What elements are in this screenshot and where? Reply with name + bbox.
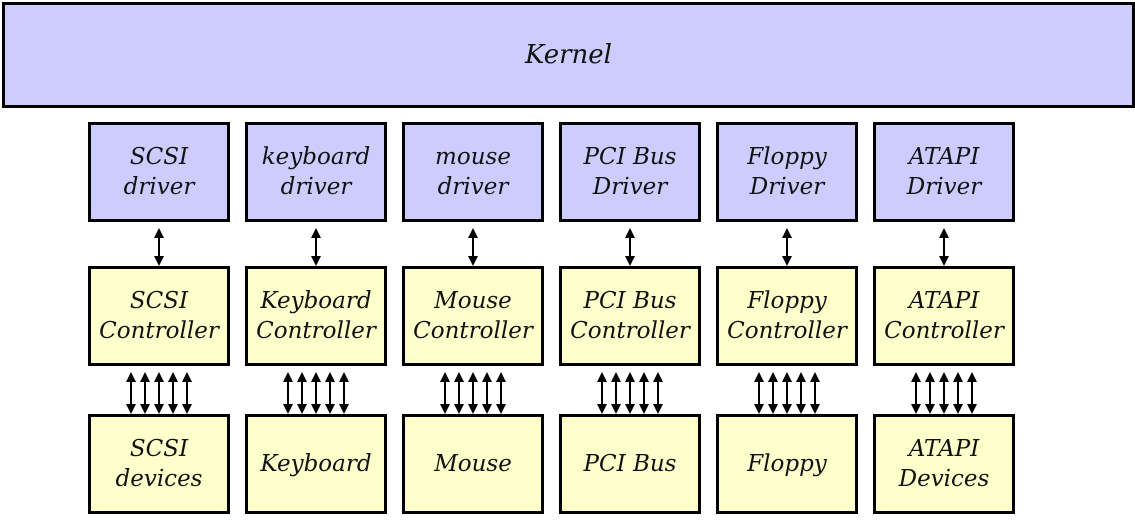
controller-device-bus-arrow (911, 372, 921, 414)
controller-device-bus-arrow (925, 372, 935, 414)
keyboard-driver-box: keyboard driver (245, 122, 387, 222)
controller-device-bus-arrow (597, 372, 607, 414)
pci-bus-driver-box: PCI Bus Driver (559, 122, 701, 222)
controller-device-bus-arrow (283, 372, 293, 414)
atapi-devices-box: ATAPI Devices (873, 414, 1015, 514)
controller-device-bus-arrow (182, 372, 192, 414)
driver-controller-arrow (468, 228, 478, 266)
scsi-controller-box: SCSI Controller (88, 266, 230, 366)
controller-device-bus-arrow (339, 372, 349, 414)
atapi-driver-box: ATAPI Driver (873, 122, 1015, 222)
controller-device-bus-arrow (768, 372, 778, 414)
mouse-controller-box: Mouse Controller (402, 266, 544, 366)
scsi-devices-box: SCSI devices (88, 414, 230, 514)
controller-device-bus-arrow (325, 372, 335, 414)
mouse-device-box: Mouse (402, 414, 544, 514)
scsi-driver-box: SCSI driver (88, 122, 230, 222)
controller-device-bus-arrow (754, 372, 764, 414)
driver-controller-arrow (625, 228, 635, 266)
controller-device-bus-arrow (126, 372, 136, 414)
controller-device-bus-arrow (496, 372, 506, 414)
floppy-driver-box: Floppy Driver (716, 122, 858, 222)
controller-device-bus-arrow (611, 372, 621, 414)
driver-controller-arrow (154, 228, 164, 266)
atapi-controller-box: ATAPI Controller (873, 266, 1015, 366)
kernel-box: Kernel (2, 2, 1135, 108)
driver-controller-arrow (311, 228, 321, 266)
floppy-device-box: Floppy (716, 414, 858, 514)
controller-device-bus-arrow (653, 372, 663, 414)
pci-bus-controller-box: PCI Bus Controller (559, 266, 701, 366)
floppy-controller-box: Floppy Controller (716, 266, 858, 366)
controller-device-bus-arrow (454, 372, 464, 414)
controller-device-bus-arrow (468, 372, 478, 414)
controller-device-bus-arrow (810, 372, 820, 414)
controller-device-bus-arrow (796, 372, 806, 414)
controller-device-bus-arrow (782, 372, 792, 414)
controller-device-bus-arrow (625, 372, 635, 414)
controller-device-bus-arrow (967, 372, 977, 414)
keyboard-device-box: Keyboard (245, 414, 387, 514)
controller-device-bus-arrow (482, 372, 492, 414)
pci-bus-device-box: PCI Bus (559, 414, 701, 514)
driver-controller-arrow (782, 228, 792, 266)
controller-device-bus-arrow (639, 372, 649, 414)
keyboard-controller-box: Keyboard Controller (245, 266, 387, 366)
driver-controller-arrow (939, 228, 949, 266)
controller-device-bus-arrow (297, 372, 307, 414)
controller-device-bus-arrow (154, 372, 164, 414)
controller-device-bus-arrow (168, 372, 178, 414)
controller-device-bus-arrow (140, 372, 150, 414)
mouse-driver-box: mouse driver (402, 122, 544, 222)
controller-device-bus-arrow (311, 372, 321, 414)
controller-device-bus-arrow (939, 372, 949, 414)
controller-device-bus-arrow (953, 372, 963, 414)
controller-device-bus-arrow (440, 372, 450, 414)
